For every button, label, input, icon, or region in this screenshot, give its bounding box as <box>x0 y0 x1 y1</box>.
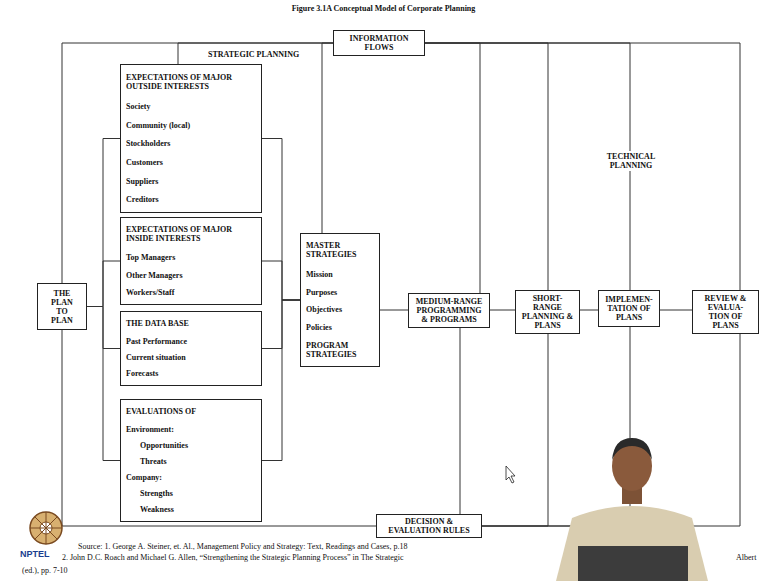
connector-line <box>425 43 548 290</box>
process-box: MEDIUM-RANGE PROGRAMMING & PROGRAMS <box>408 293 490 328</box>
box-heading: MASTER STRATEGIES <box>306 241 374 259</box>
box-text: Current situation <box>126 353 256 362</box>
box-text: Stockholders <box>126 139 256 148</box>
source-note: Source: 1. George A. Steiner, et. Al., M… <box>78 542 407 551</box>
connector-line <box>425 43 630 290</box>
logo-ring <box>30 512 62 544</box>
connector-line <box>322 43 333 233</box>
box-text: THE PLAN TO PLAN <box>47 289 77 325</box>
logo-spokes <box>30 512 62 544</box>
box-text: Environment: <box>126 425 256 434</box>
connector-line <box>262 300 300 461</box>
box-text: Forecasts <box>126 369 256 378</box>
connector-line <box>262 300 300 349</box>
connector-line <box>178 43 333 64</box>
presenter-hair <box>612 438 652 460</box>
box-text: Purposes <box>306 288 374 297</box>
source-note: 2. John D.C. Roach and Michael G. Allen,… <box>62 553 404 562</box>
connector-line <box>482 334 740 526</box>
box-text: SHORT-RANGE PLANNING & PLANS <box>521 294 574 330</box>
box-text: Objectives <box>306 305 374 314</box>
connector-line <box>580 310 598 311</box>
connector-line <box>482 327 630 526</box>
mouse-cursor <box>506 466 515 483</box>
box-text: REVIEW & EVALUA-TION OF PLANS <box>698 294 753 330</box>
process-box: IMPLEMEN-TATION OF PLANS <box>598 290 660 327</box>
connector-line <box>87 307 120 461</box>
connector-line <box>425 43 480 293</box>
input-box: EVALUATIONS OF Environment: OpportunitiesT… <box>120 399 262 522</box>
box-text: Policies <box>306 323 374 332</box>
connector-line <box>380 310 408 311</box>
box-text: Threats <box>126 457 256 466</box>
figure-title: Figure 3.1A Conceptual Model of Corporat… <box>0 4 767 13</box>
box-text: Company: <box>126 473 256 482</box>
input-box: EXPECTATIONS OF MAJOR OUTSIDE INTERESTS S… <box>120 64 262 213</box>
connector-line <box>262 261 300 300</box>
presenter-shirt <box>556 506 708 581</box>
box-heading: THE DATA BASE <box>126 319 256 328</box>
box-text: Other Managers <box>126 271 256 280</box>
strategy-box: MASTER STRATEGIES MissionPurposesObjectiv… <box>300 233 380 367</box>
box-heading: EXPECTATIONS OF MAJOR INSIDE INTERESTS <box>126 225 256 243</box>
connector-line <box>482 334 548 526</box>
rules-box: DECISION & EVALUATION RULES <box>376 514 482 538</box>
process-box: SHORT-RANGE PLANNING & PLANS <box>515 290 580 334</box>
input-box: THE DATA BASE Past PerformanceCurrent sit… <box>120 311 262 386</box>
source-note: Albert <box>736 553 756 562</box>
section-label: TECHNICAL PLANNING <box>602 151 660 171</box>
box-text: DECISION & EVALUATION RULES <box>383 517 475 535</box>
laptop <box>578 546 688 581</box>
box-heading: EVALUATIONS OF <box>126 407 256 416</box>
section-label: STRATEGIC PLANNING <box>208 50 299 59</box>
connector-line <box>460 328 461 514</box>
connector-line <box>660 310 692 311</box>
process-box: THE PLAN TO PLAN <box>37 283 87 330</box>
connector-line <box>490 310 515 311</box>
connector-line <box>87 261 120 307</box>
connector-line <box>425 43 740 290</box>
presenter <box>556 438 708 581</box>
source-note: (ed.), pp. 7-10 <box>22 566 68 575</box>
box-heading: EXPECTATIONS OF MAJOR OUTSIDE INTERESTS <box>126 73 256 91</box>
box-text: INFORMATION FLOWS <box>346 34 412 52</box>
box-text: PROGRAM STRATEGIES <box>306 341 374 359</box>
connector-line <box>262 139 300 301</box>
box-text: Suppliers <box>126 177 256 186</box>
box-text: Top Managers <box>126 253 256 262</box>
box-text: Society <box>126 102 256 111</box>
box-text: IMPLEMEN-TATION OF PLANS <box>604 295 654 322</box>
box-text: Opportunities <box>126 441 256 450</box>
box-text: Weakness <box>126 505 256 514</box>
box-text: Strengths <box>126 489 256 498</box>
box-text: Customers <box>126 158 256 167</box>
process-box: REVIEW & EVALUA-TION OF PLANS <box>692 290 759 334</box>
flow-box: INFORMATION FLOWS <box>333 30 425 56</box>
box-text: Workers/Staff <box>126 288 256 297</box>
box-text: Past Performance <box>126 337 256 346</box>
box-text: Community (local) <box>126 121 256 130</box>
input-box: EXPECTATIONS OF MAJOR INSIDE INTERESTS To… <box>120 217 262 305</box>
box-text: Mission <box>306 270 374 279</box>
box-text: MEDIUM-RANGE PROGRAMMING & PROGRAMS <box>414 297 484 324</box>
box-text: Creditors <box>126 195 256 204</box>
nptel-logo <box>30 512 62 544</box>
connector-line <box>87 139 120 307</box>
watermark: NPTEL <box>20 550 50 559</box>
